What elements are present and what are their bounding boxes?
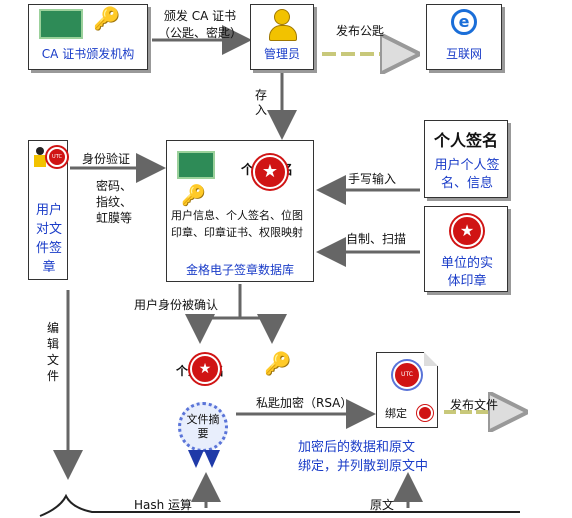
page-fold-icon bbox=[424, 352, 438, 366]
issue-cert-line2: （公匙、密匙） bbox=[158, 26, 243, 40]
original-label: 原文 bbox=[370, 498, 395, 512]
certificate-icon bbox=[39, 9, 83, 39]
personal-signature-label: 用户个人签名、信息 bbox=[434, 158, 500, 191]
private-key-label: 私匙加密（RSA） bbox=[256, 396, 353, 410]
ca-authority-box: 🔑 CA 证书颁发机构 bbox=[28, 4, 148, 70]
user-figure-icon bbox=[33, 147, 47, 169]
admin-box: 管理员 bbox=[250, 4, 314, 70]
identity-title: 身份验证 bbox=[82, 152, 131, 166]
ribbon-right-icon bbox=[204, 450, 220, 468]
edit-file-label: 编辑文件 bbox=[46, 321, 59, 383]
mid-seal-icon: ★ bbox=[190, 354, 220, 384]
arrow-db-to-key bbox=[240, 314, 287, 344]
user-sign-label: 用户对文件签章 bbox=[35, 203, 62, 275]
document-edge bbox=[39, 493, 520, 517]
identity-items: 密码、指纹、虹膜等 bbox=[96, 179, 133, 225]
identity-confirmed-label: 用户身份被确认 bbox=[134, 298, 219, 312]
publish-file-label: 发布文件 bbox=[450, 398, 499, 412]
ie-browser-icon: e bbox=[451, 9, 477, 35]
doc-seal-icon: UTC bbox=[393, 361, 421, 389]
db-content: 用户信息、个人签名、位图印章、印章证书、权限映射 bbox=[171, 209, 303, 239]
issue-cert-label: 颁发 CA 证书 （公匙、密匙） bbox=[158, 8, 242, 42]
handwritten-signature: 个人签名 bbox=[433, 131, 498, 150]
unit-seal-box: ★ 单位的实体印章 bbox=[424, 206, 508, 292]
result-text: 加密后的数据和原文 绑定，并列散到原文中 bbox=[298, 438, 428, 476]
user-box: UTC 用户对文件签章 bbox=[28, 140, 68, 280]
publish-key-label: 发布公匙 bbox=[336, 24, 385, 38]
store-label: 存入 bbox=[254, 88, 267, 117]
bound-document: UTC 绑定 bbox=[376, 352, 438, 428]
digest-rosette-icon: 文件摘要 bbox=[178, 402, 228, 452]
keys-icon: 🔑 bbox=[93, 7, 121, 32]
result-text-line1: 加密后的数据和原文 bbox=[298, 440, 416, 455]
result-text-line2: 绑定，并列散到原文中 bbox=[298, 459, 429, 474]
handwrite-label: 手写输入 bbox=[348, 172, 397, 186]
digest-label: 文件摘要 bbox=[186, 413, 220, 440]
person-icon bbox=[269, 9, 297, 41]
mid-keys-icon: 🔑 bbox=[264, 352, 292, 377]
arrow-db-to-cert bbox=[185, 284, 242, 344]
selfmade-label: 自制、扫描 bbox=[346, 232, 407, 246]
signature-database-box: 🔑 个人签名 ★ 用户信息、个人签名、位图印章、印章证书、权限映射 金格电子签章… bbox=[166, 140, 314, 282]
unit-seal-icon: ★ bbox=[451, 215, 483, 247]
user-seal-icon: UTC bbox=[47, 147, 67, 167]
db-certificate-icon bbox=[177, 151, 215, 179]
ca-authority-label: CA 证书颁发机构 bbox=[41, 47, 135, 61]
bind-label: 绑定 bbox=[385, 407, 407, 420]
db-seal-icon: ★ bbox=[253, 155, 287, 189]
db-title: 金格电子签章数据库 bbox=[185, 263, 294, 277]
internet-label: 互联网 bbox=[445, 47, 482, 61]
hash-label: Hash 运算 bbox=[134, 498, 193, 512]
admin-label: 管理员 bbox=[263, 47, 300, 61]
personal-signature-box: 个人签名 用户个人签名、信息 bbox=[424, 120, 508, 198]
db-keys-icon: 🔑 bbox=[181, 183, 206, 207]
issue-cert-line1: 颁发 CA 证书 bbox=[163, 9, 237, 23]
internet-box: e 互联网 bbox=[426, 4, 502, 70]
ribbon-left-icon bbox=[188, 450, 204, 468]
unit-seal-label: 单位的实体印章 bbox=[440, 256, 493, 289]
bind-mini-seal-icon bbox=[417, 405, 433, 421]
